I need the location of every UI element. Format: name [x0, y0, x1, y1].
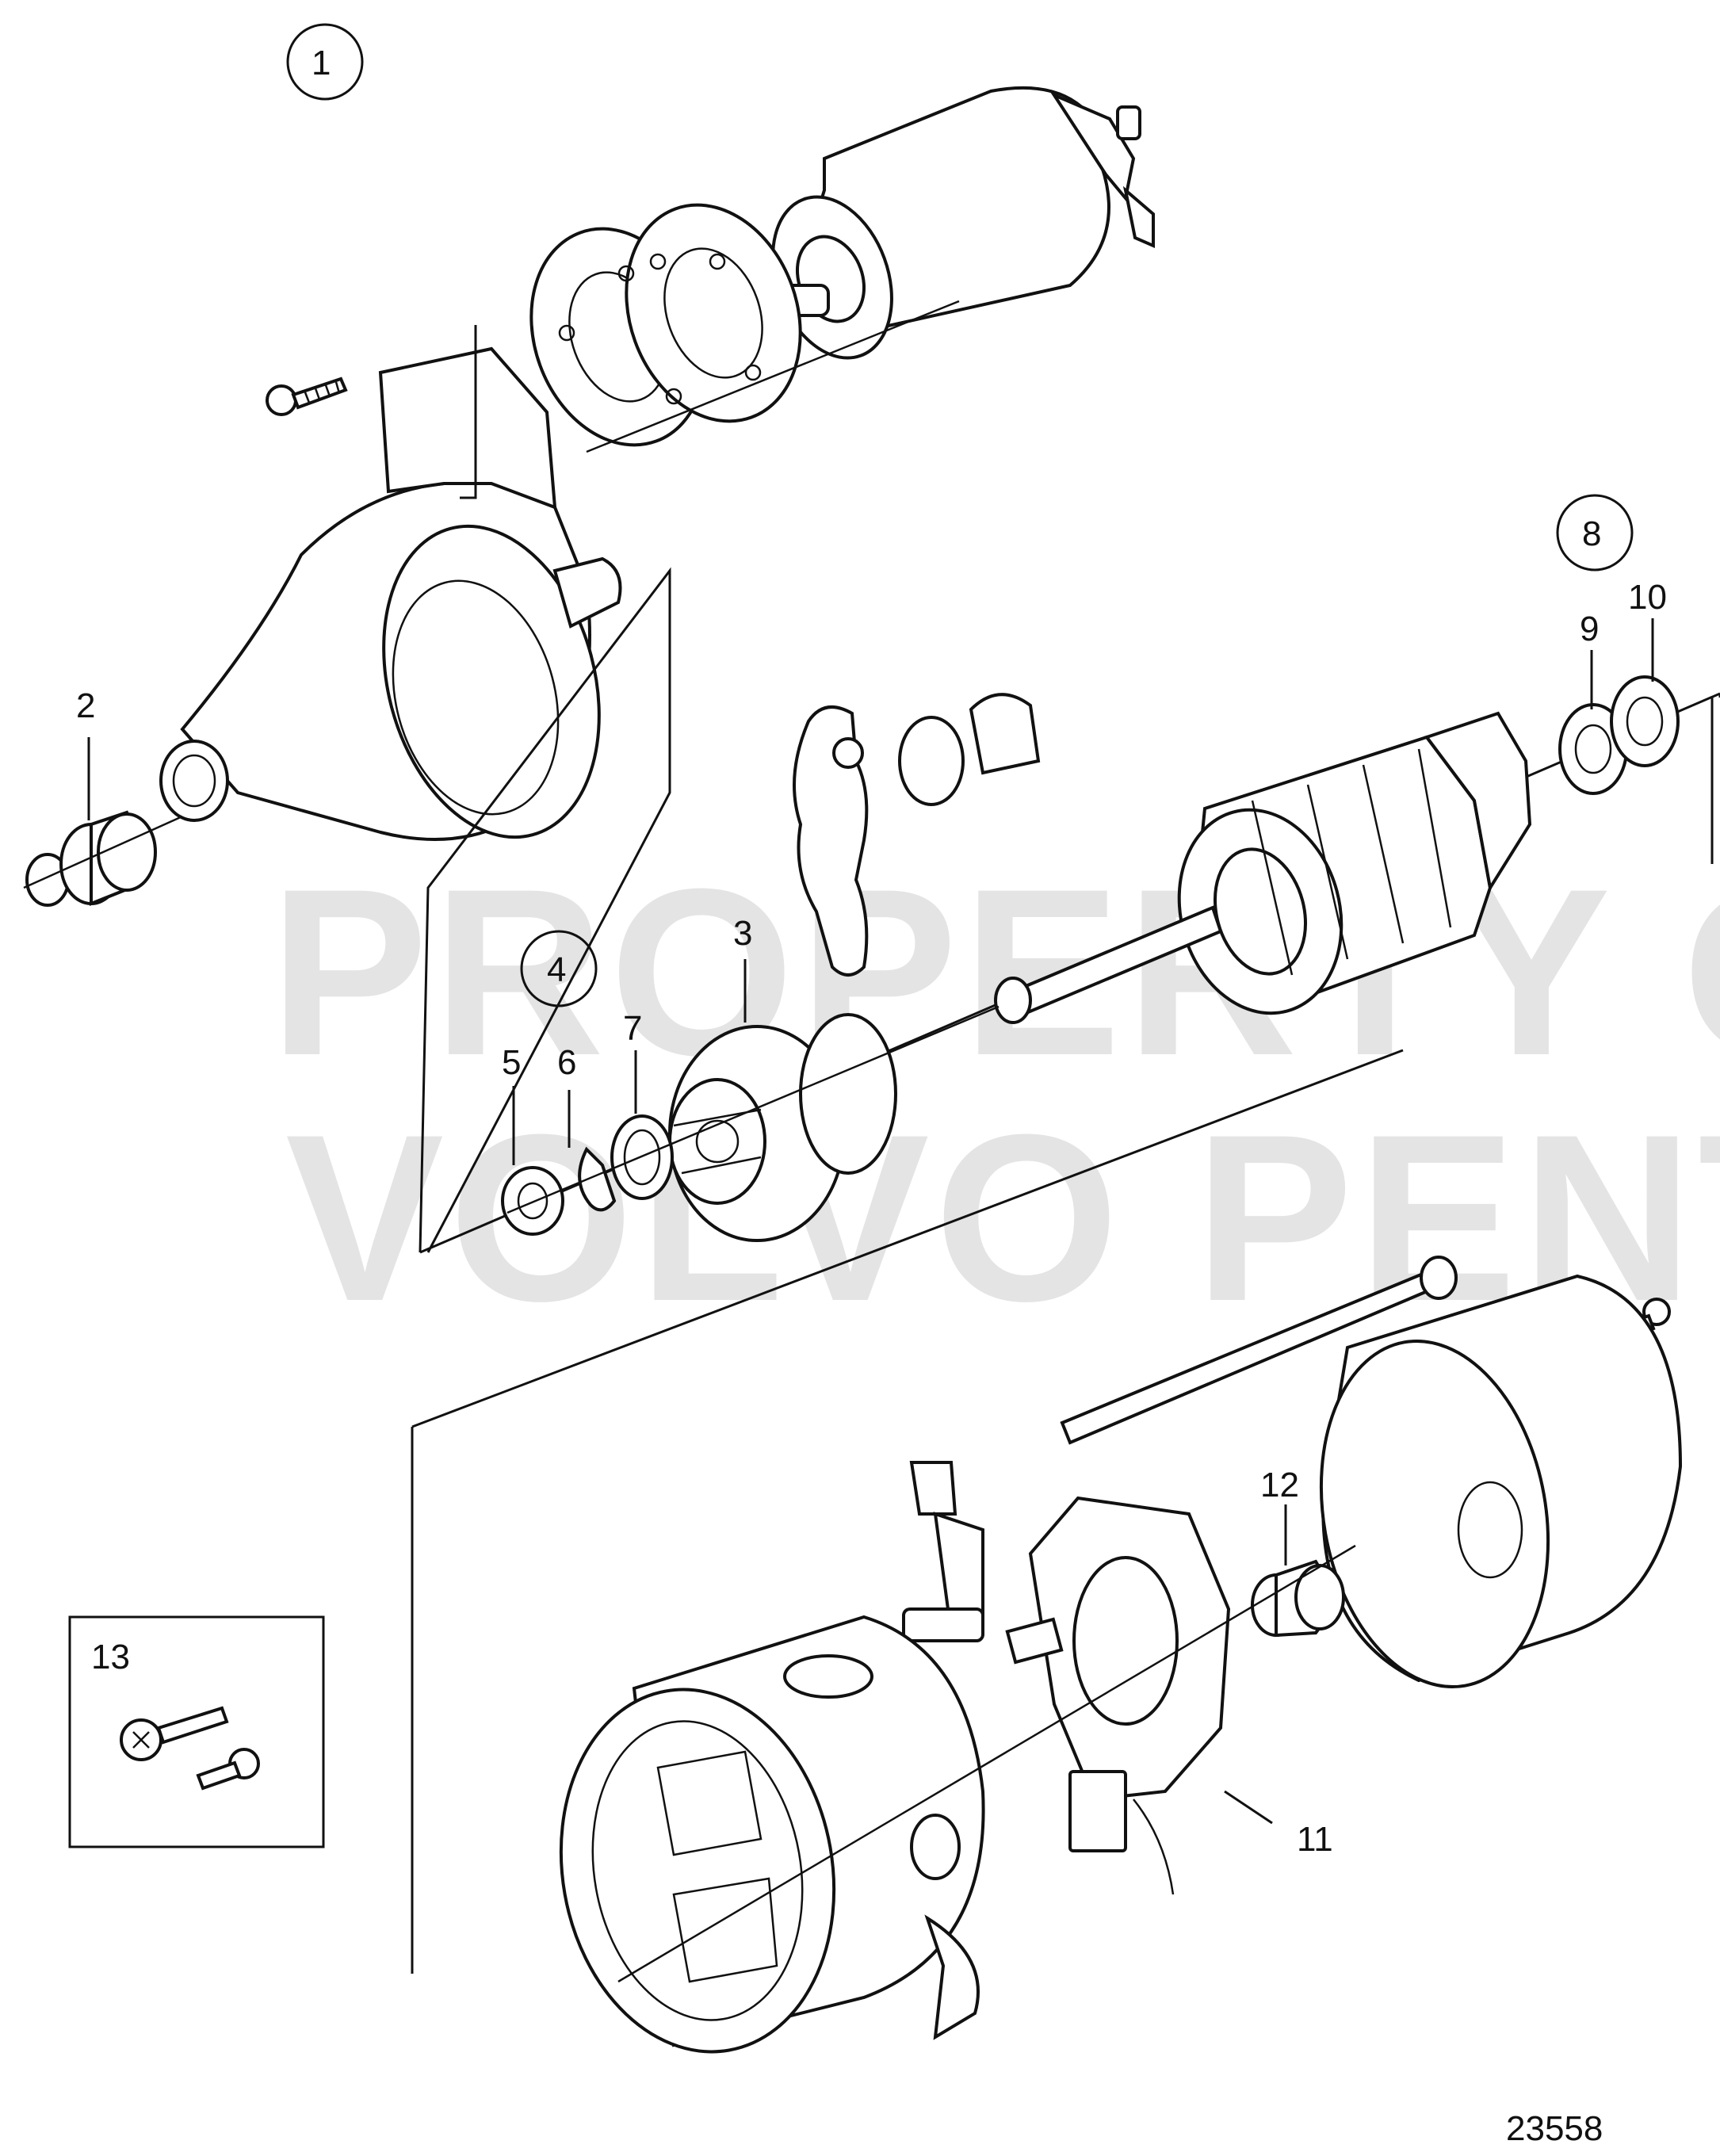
- watermark: PROPERTY OF VOLVO PENTA: [269, 839, 1720, 1351]
- figure-number: 23558: [1506, 2109, 1603, 2148]
- callout-circles: [286, 23, 1634, 1007]
- callout-7: 7: [623, 1009, 642, 1048]
- bushing-part-2: [23, 737, 183, 907]
- callout-2: 2: [76, 686, 95, 725]
- callout-11: 11: [1297, 1820, 1333, 1859]
- pinion-assembly: [501, 959, 1000, 1242]
- washers-9-10: [1558, 618, 1680, 795]
- callout-5: 5: [502, 1043, 521, 1082]
- shift-fork: [793, 693, 1041, 977]
- callout-10: 10: [1628, 578, 1667, 617]
- callout-12: 12: [1260, 1466, 1299, 1504]
- callout-3: 3: [733, 914, 752, 953]
- callout-9: 9: [1580, 610, 1599, 648]
- callout-1: 1: [312, 44, 331, 82]
- drive-end-housing: [159, 325, 622, 841]
- solenoid-assembly: [266, 86, 1155, 453]
- callout-6: 6: [557, 1043, 576, 1082]
- armature: [994, 711, 1532, 1024]
- yoke-and-brush-assembly: [411, 1049, 1683, 2054]
- callout-8: 8: [1582, 514, 1601, 553]
- screw-kit-box: [68, 1615, 325, 1848]
- callout-13: 13: [91, 1638, 130, 1676]
- watermark-line1: PROPERTY OF: [269, 839, 1720, 1105]
- callout-4: 4: [547, 950, 566, 989]
